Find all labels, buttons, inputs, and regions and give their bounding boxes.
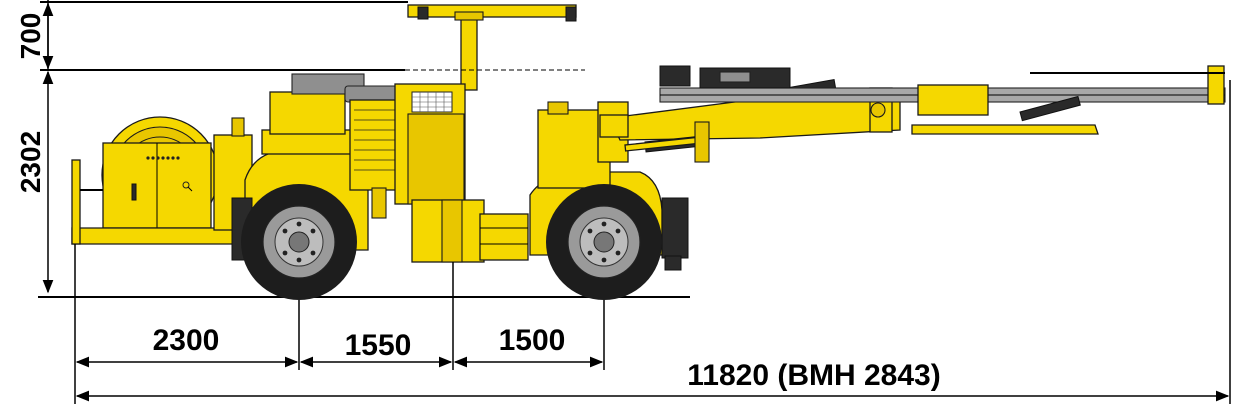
length-front-label: 1500 xyxy=(499,324,566,357)
length-rear-label: 2300 xyxy=(153,324,220,357)
height-upper-label: 700 xyxy=(15,13,46,60)
drill-rig-illustration xyxy=(38,4,1226,300)
articulation-joint xyxy=(411,199,529,263)
dimension-lines xyxy=(40,0,1231,404)
electrical-cabinet xyxy=(102,142,212,229)
rear-wheel xyxy=(231,184,357,300)
front-wheel xyxy=(546,184,662,300)
length-mid-label: 1550 xyxy=(345,329,412,362)
height-lower-label: 2302 xyxy=(15,131,46,193)
drill-feed xyxy=(659,65,1226,135)
canopy xyxy=(407,4,577,91)
length-total-label: 11820 (BMH 2843) xyxy=(687,359,940,392)
